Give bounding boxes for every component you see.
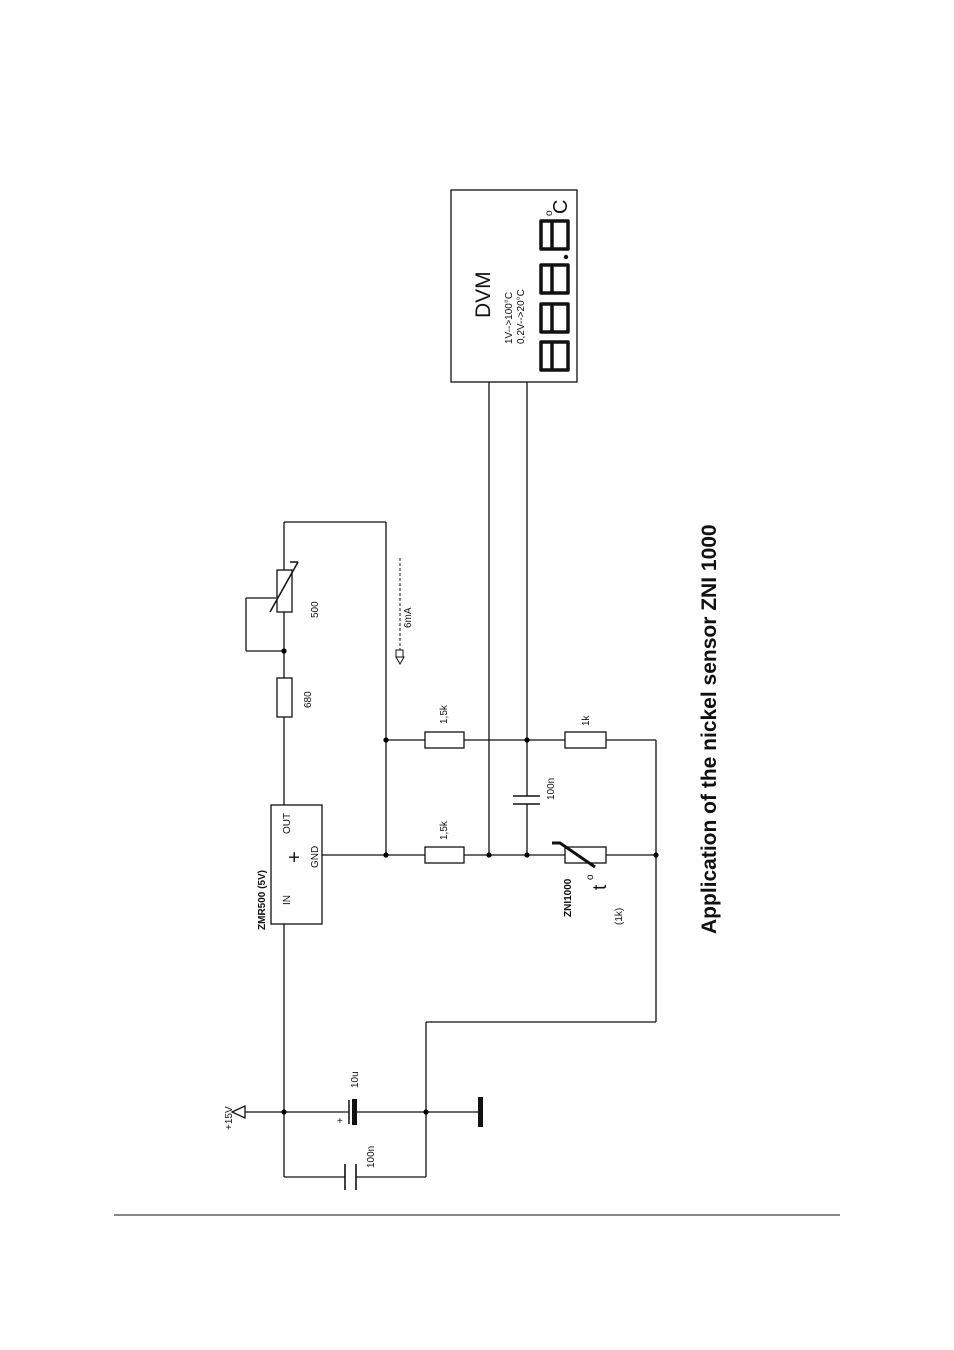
- junction: [281, 1109, 286, 1114]
- current-label: 6mA: [403, 607, 414, 628]
- page-title: Application of the nickel sensor ZNI 100…: [698, 524, 721, 934]
- capacitor-bypass-label: 100n: [366, 1146, 377, 1168]
- resistor-680: 680: [277, 678, 314, 717]
- capacitor-10u: + 10u: [337, 1071, 361, 1127]
- supply-label: +15V: [224, 1106, 235, 1130]
- sensor-value: (1k): [614, 908, 625, 925]
- regulator-name: ZMR500 (5V): [257, 870, 268, 930]
- resistor-1k-label: 1k: [581, 714, 592, 726]
- junctions: [281, 648, 658, 1114]
- capacitor-10u-label: 10u: [350, 1071, 361, 1088]
- junction: [423, 1109, 428, 1114]
- dvm: DVM 1V-->100°C 0,2V-->20°C o C: [451, 190, 577, 382]
- resistor-1k: 1k: [565, 714, 606, 748]
- dvm-name: DVM: [472, 271, 495, 318]
- regulator-pin-out: OUT: [282, 813, 293, 834]
- dvm-scale-2: 0,2V-->20°C: [516, 289, 527, 344]
- trimmer-500: 500: [270, 562, 321, 618]
- junction: [653, 852, 658, 857]
- capacitor-100n-bypass: 100n: [345, 1146, 377, 1190]
- capacitor-10u-plus: +: [337, 1116, 343, 1127]
- resistor-bottom-label: 1,5k: [439, 820, 450, 840]
- junction: [524, 737, 529, 742]
- dvm-unit: C: [550, 200, 572, 214]
- junction: [383, 852, 388, 857]
- trimmer-500-label: 500: [310, 601, 321, 618]
- junction: [281, 648, 286, 653]
- resistor-1-5k-bottom: 1,5k: [425, 820, 464, 863]
- junction: [486, 852, 491, 857]
- junction: [383, 737, 388, 742]
- resistor-1-5k-top: 1,5k: [425, 704, 464, 748]
- dvm-decimal-point: [564, 255, 568, 259]
- wires: [245, 382, 656, 1177]
- resistor-680-label: 680: [303, 691, 314, 708]
- sensor-name: ZNI1000: [563, 878, 574, 917]
- current-arrow: 6mA: [396, 558, 414, 664]
- regulator-symbol: +: [284, 851, 306, 863]
- ground-symbol: [478, 1097, 483, 1127]
- dvm-scale-1: 1V-->100°C: [504, 292, 515, 344]
- capacitor-filter-label: 100n: [546, 778, 557, 800]
- sensor-degree: o: [585, 874, 596, 880]
- regulator-pin-in: IN: [282, 895, 293, 905]
- junction: [524, 852, 529, 857]
- regulator: OUT GND IN + ZMR500 (5V): [257, 805, 322, 930]
- resistor-top-label: 1,5k: [439, 704, 450, 724]
- capacitor-100n-filter: 100n: [513, 778, 557, 804]
- sensor-symbol: t: [590, 884, 611, 890]
- regulator-pin-gnd: GND: [310, 846, 321, 868]
- supply-terminal: +15V: [224, 1106, 245, 1130]
